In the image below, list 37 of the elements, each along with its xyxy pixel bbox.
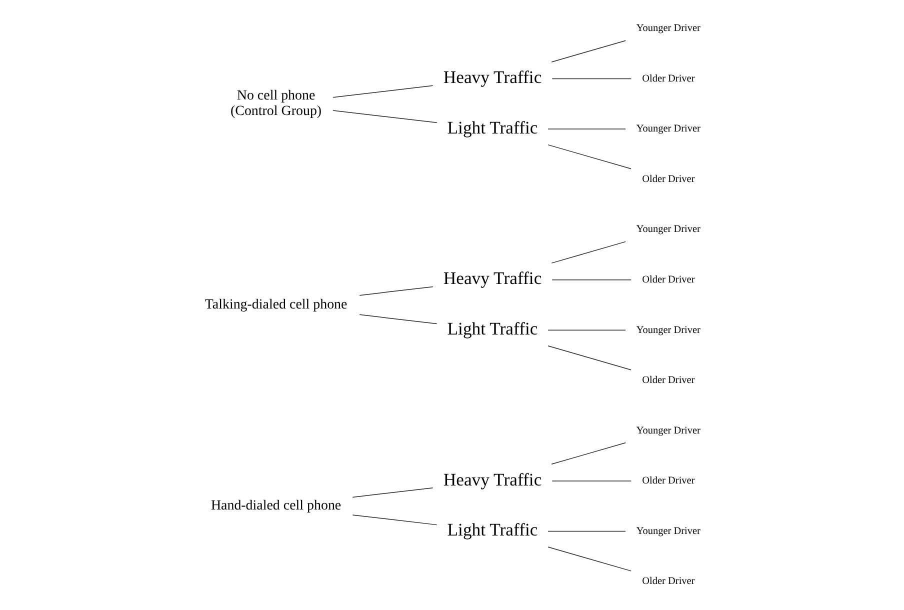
connector bbox=[548, 144, 632, 170]
connector bbox=[548, 530, 626, 532]
node-text: Younger Driver bbox=[636, 124, 700, 135]
connector bbox=[552, 480, 632, 482]
connector bbox=[551, 442, 626, 465]
connector bbox=[359, 286, 434, 296]
node-text: Light Traffic bbox=[447, 117, 538, 138]
node-text: Heavy Traffic bbox=[443, 268, 542, 288]
node-text: Talking-dialed cell phone bbox=[204, 297, 348, 312]
node-text: Older Driver bbox=[642, 375, 695, 386]
node-text: Younger Driver bbox=[636, 526, 700, 537]
node-text: Older Driver bbox=[642, 476, 695, 487]
connector bbox=[332, 85, 434, 98]
node-text: Heavy Traffic bbox=[443, 469, 542, 490]
node-text: Older Driver bbox=[642, 174, 695, 185]
connector bbox=[551, 40, 626, 62]
node-text: Older Driver bbox=[642, 73, 695, 84]
node-text: Older Driver bbox=[642, 576, 695, 588]
node-text: Light Traffic bbox=[447, 520, 538, 540]
node-text: Heavy Traffic bbox=[443, 67, 542, 88]
connector bbox=[352, 514, 438, 526]
connector bbox=[352, 487, 434, 498]
node-text: Older Driver bbox=[642, 274, 695, 286]
connector bbox=[332, 110, 438, 124]
node-text: Younger Driver bbox=[636, 425, 700, 436]
connector bbox=[548, 346, 632, 370]
connector bbox=[548, 546, 632, 572]
node-text: Younger Driver bbox=[636, 224, 700, 236]
node-text: Hand-dialed cell phone bbox=[210, 498, 342, 514]
connector bbox=[552, 78, 632, 80]
connector bbox=[548, 128, 626, 130]
node-text: Light Traffic bbox=[447, 318, 538, 339]
node-text: Younger Driver bbox=[636, 324, 700, 336]
node-text: Younger Driver bbox=[636, 23, 700, 34]
connector bbox=[359, 314, 438, 324]
node-text: No cell phone (Control Group) bbox=[230, 88, 322, 120]
connector bbox=[551, 241, 626, 264]
